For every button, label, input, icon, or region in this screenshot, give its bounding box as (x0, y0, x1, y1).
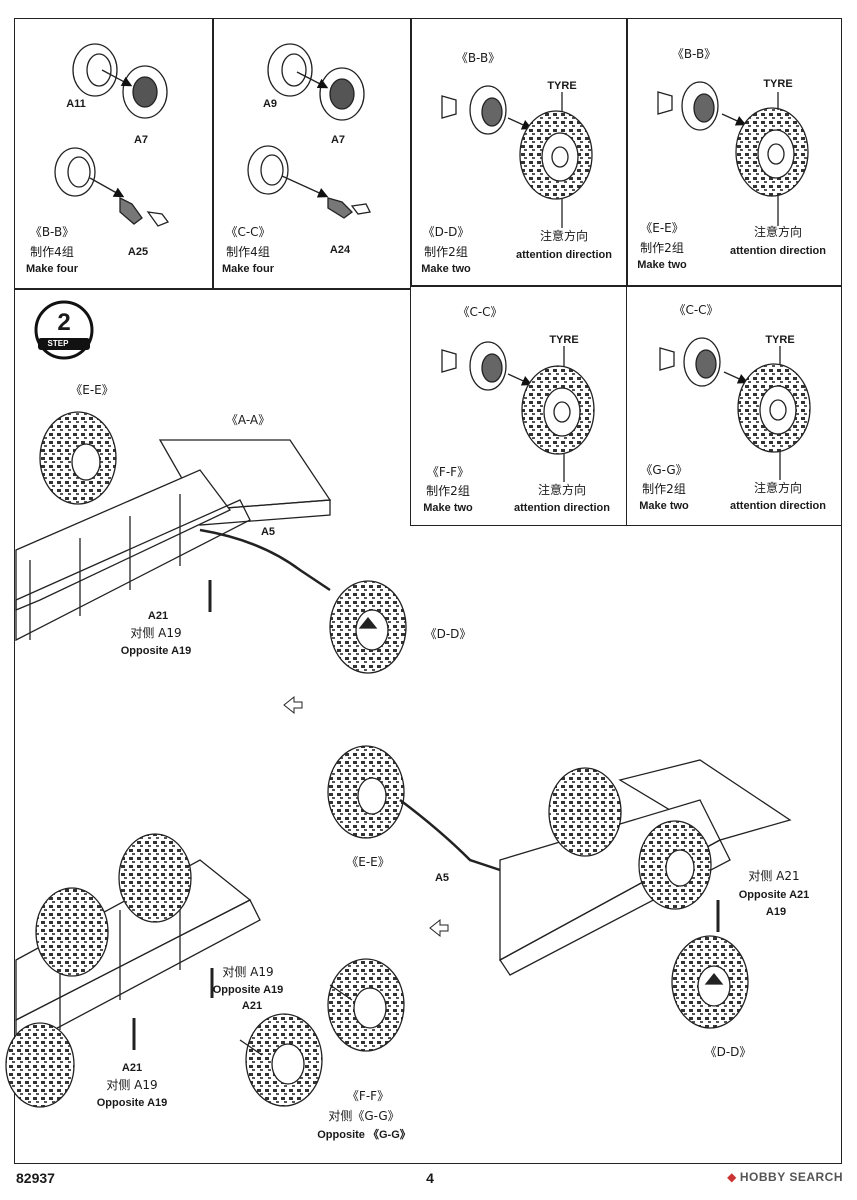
quantity-en: Make two (421, 263, 471, 275)
step-label: STEP (47, 339, 69, 348)
sub-assembly-label: 《B-B》 (455, 51, 501, 65)
tyre-label: TYRE (547, 80, 577, 92)
quantity-en: Make four (222, 263, 274, 275)
attention-direction-cn: 注意方向 (753, 481, 803, 495)
quantity-cn: 制作2组 (424, 245, 468, 259)
quantity-en: Make two (637, 259, 687, 271)
quantity-cn: 制作2组 (640, 241, 684, 255)
tyre-label: TYRE (549, 334, 579, 346)
panel-3-art (441, 85, 593, 228)
right-dd-label: 《D-D》 (704, 1045, 752, 1059)
upper-aa-label: 《A-A》 (225, 413, 271, 427)
sub-assembly-label: 《C-C》 (673, 303, 719, 317)
group-label: 《D-D》 (422, 225, 470, 239)
lower-a21-label: A21 (241, 1000, 263, 1012)
panel-1-art (54, 43, 170, 227)
group-label: 《F-F》 (426, 465, 470, 479)
panel-1-frame (14, 18, 214, 290)
upper-chassis-art (15, 411, 407, 674)
lower-opposite-2-en: Opposite A19 (96, 1097, 168, 1109)
transition-arrow-2 (429, 918, 449, 938)
right-ee-label: 《E-E》 (346, 855, 390, 869)
lower-opposite-cn: 对侧 A19 (222, 965, 274, 979)
panel-3-frame (410, 18, 628, 286)
quantity-cn: 制作2组 (426, 484, 470, 498)
panel-2-frame (212, 18, 412, 290)
upper-ee-label: 《E-E》 (70, 383, 114, 397)
page-number: 4 (426, 1170, 434, 1186)
lower-chassis-art (5, 833, 405, 1108)
product-code: 82937 (16, 1170, 55, 1186)
part-label-a11: A11 (66, 98, 86, 110)
lower-ff-label: 《F-F》 (346, 1089, 390, 1103)
tyre-label: TYRE (763, 78, 793, 90)
upper-opposite-cn: 对侧 A19 (130, 626, 182, 640)
group-label: 《E-E》 (640, 221, 684, 235)
upper-a5-label: A5 (260, 526, 276, 538)
lower-opposite-2-cn: 对侧 A19 (106, 1078, 158, 1092)
attention-direction-en: attention direction (514, 502, 610, 514)
lower-gg-en: Opposite 《G-G》 (317, 1129, 411, 1141)
lower-gg-cn: 对侧《G-G》 (328, 1109, 400, 1123)
upper-dd-label: 《D-D》 (424, 627, 472, 641)
part-label-a7: A7 (330, 134, 346, 146)
brand-watermark: ◆HOBBY SEARCH (727, 1170, 843, 1184)
right-opposite-cn: 对侧 A21 (748, 869, 800, 883)
group-label: 《C-C》 (225, 225, 271, 239)
right-a5-label: A5 (434, 872, 450, 884)
quantity-en: Make two (423, 502, 473, 514)
attention-direction-en: attention direction (730, 500, 826, 512)
panel-4-art (657, 81, 809, 226)
right-chassis-art (327, 745, 792, 1029)
panel-2-art (247, 43, 371, 219)
lower-a21-label-2: A21 (121, 1062, 143, 1074)
quantity-cn: 制作4组 (30, 245, 74, 259)
sub-assembly-label: 《C-C》 (457, 305, 503, 319)
panel-4-frame (626, 18, 842, 286)
brand-name: HOBBY SEARCH (739, 1170, 843, 1184)
brand-icon: ◆ (727, 1170, 737, 1184)
quantity-cn: 制作2组 (642, 482, 686, 496)
lower-opposite-en: Opposite A19 (212, 984, 284, 996)
attention-direction-cn: 注意方向 (537, 483, 587, 497)
step-number: 2 (57, 309, 71, 336)
upper-opposite-en: Opposite A19 (120, 645, 192, 657)
step-badge (34, 300, 94, 360)
sub-assembly-label: 《B-B》 (671, 47, 717, 61)
quantity-en: Make two (639, 500, 689, 512)
part-label-a25: A25 (127, 246, 149, 258)
group-label: 《B-B》 (29, 225, 75, 239)
part-label-a7: A7 (133, 134, 149, 146)
part-label-a9: A9 (262, 98, 278, 110)
upper-a21-label: A21 (147, 610, 169, 622)
attention-direction-cn: 注意方向 (539, 229, 589, 243)
quantity-en: Make four (26, 263, 78, 275)
quantity-cn: 制作4组 (226, 245, 270, 259)
transition-arrow (283, 695, 303, 715)
part-label-a24: A24 (329, 244, 351, 256)
tyre-label: TYRE (765, 334, 795, 346)
panel-6-art (659, 337, 811, 480)
right-a19-label: A19 (765, 906, 787, 918)
attention-direction-en: attention direction (730, 245, 826, 257)
attention-direction-en: attention direction (516, 249, 612, 261)
right-opposite-en: Opposite A21 (738, 889, 810, 901)
panel-5-art (441, 341, 595, 482)
group-label: 《G-G》 (640, 463, 688, 477)
attention-direction-cn: 注意方向 (753, 225, 803, 239)
